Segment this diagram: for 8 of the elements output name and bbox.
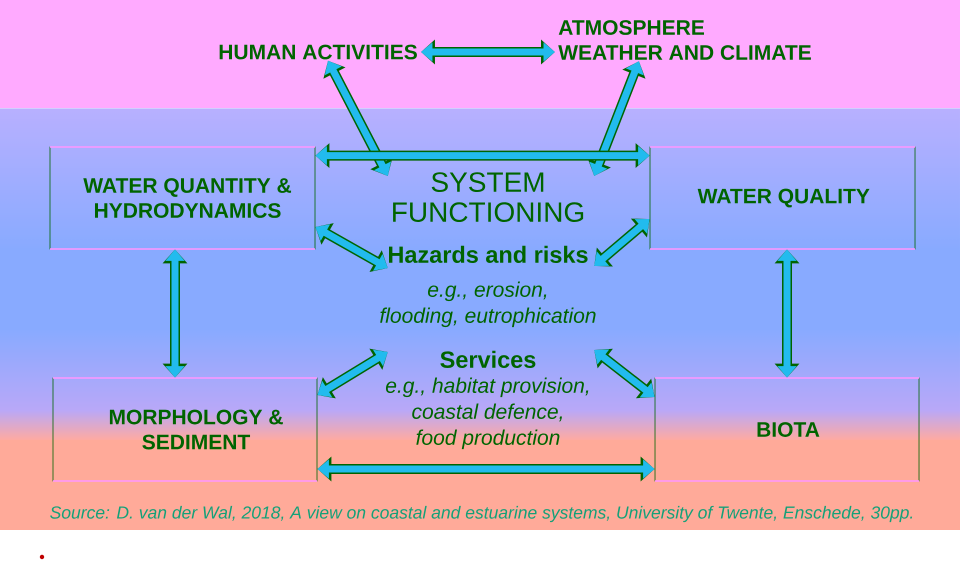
source-note: Source: D. van der Wal, 2018, A view on coastal and estuarine systems, University of Twente, Enschede, 30pp. [50,506,912,522]
heading-text: HUMAN ACTIVITIES [220,44,417,60]
center-text: SYSTEM FUNCTIONING Hazards and risks e.g., erosion, flooding, eutrophication Services e.g., habitat provision, coastal defence, food production [380,172,596,450]
process-box: MORPHOLOGY & SEDIMENT [52,377,318,482]
process-box: WATER QUALITY [650,146,916,250]
process-box: BIOTA [654,377,920,482]
heading-text: ATMOSPHERE WEATHER AND CLIMATE [558,20,811,60]
process-box: WATER QUANTITY & HYDRODYNAMICS [50,146,316,250]
